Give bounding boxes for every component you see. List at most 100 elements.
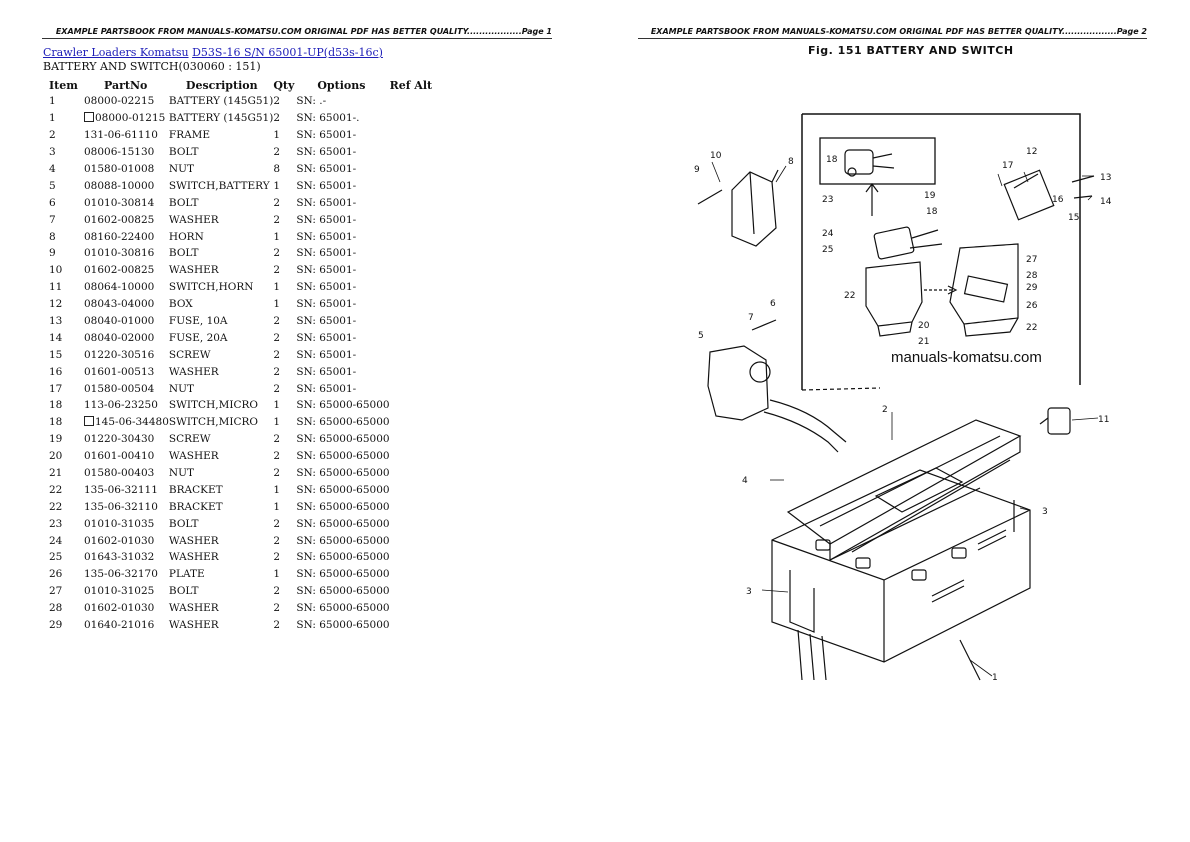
figure-title: Fig. 151 BATTERY AND SWITCH xyxy=(808,44,1014,57)
cell-options-text: SN: 65001- xyxy=(296,382,357,395)
callout-1: 1 xyxy=(992,673,998,683)
cell-partno-text: 113-06-23250 xyxy=(84,399,158,412)
horn-switch-11 xyxy=(1047,407,1071,435)
cell-partno-text: 145-06-34480 xyxy=(95,416,169,429)
cell-ref-alt xyxy=(390,549,440,566)
cell-description-text: BOLT xyxy=(168,196,199,209)
cell-partno: 08000-02215 xyxy=(84,93,169,110)
breadcrumb: Crawler Loaders Komatsu D53S-16 S/N 6500… xyxy=(43,46,383,59)
cell-description: WASHER xyxy=(169,262,273,279)
cell-qty-text: 2 xyxy=(273,315,281,328)
cell-description: SCREW xyxy=(169,431,273,448)
cell-options: SN: 65000-65000 xyxy=(296,414,389,431)
cell-item-text: 19 xyxy=(49,433,63,446)
cell-item: 1 xyxy=(43,93,84,110)
cell-item: 3 xyxy=(43,144,84,161)
cell-description-text: NUT xyxy=(168,163,194,175)
cell-partno-text: 01580-00504 xyxy=(84,382,155,395)
battery-1 xyxy=(771,469,1031,663)
cell-item: 28 xyxy=(43,600,84,617)
cell-item: 4 xyxy=(43,161,84,178)
col-header-partno: PartNo xyxy=(104,78,148,92)
cell-description: BATTERY (145G51) xyxy=(169,110,273,127)
cell-item-text: 9 xyxy=(49,247,56,260)
cell-partno: 01010-30814 xyxy=(84,194,169,211)
cell-description-text: BOX xyxy=(168,298,193,311)
cell-item: 24 xyxy=(43,532,84,549)
cell-options: SN: 65001- xyxy=(296,313,389,330)
cell-partno: 01602-00825 xyxy=(84,211,169,228)
callout-26: 26 xyxy=(1026,301,1038,311)
cell-description-text: WASHER xyxy=(168,619,219,632)
callout-28: 28 xyxy=(1026,271,1038,281)
cell-description: NUT xyxy=(169,380,273,397)
cell-ref-alt xyxy=(390,177,440,194)
cell-qty: 1 xyxy=(273,498,296,515)
cell-item-text: 7 xyxy=(49,213,56,226)
callout-22a: 22 xyxy=(844,291,855,301)
cell-qty: 2 xyxy=(273,600,296,617)
cell-partno-text: 01643-31032 xyxy=(84,551,155,564)
cell-options: SN: 65000-65000 xyxy=(296,397,389,414)
cell-partno-text: 135-06-32110 xyxy=(84,500,158,513)
cell-qty: 1 xyxy=(273,127,296,144)
cell-qty: 2 xyxy=(273,617,296,634)
cell-options-text: SN: 65001- xyxy=(296,179,357,192)
callout-3a: 3 xyxy=(746,587,752,597)
cell-options: SN: 65001- xyxy=(296,245,389,262)
cell-partno: 01643-31032 xyxy=(84,549,169,566)
cell-ref-alt xyxy=(390,532,440,549)
cell-ref-alt xyxy=(390,262,440,279)
cell-options-text: SN: 65001- xyxy=(296,146,357,159)
breadcrumb-link-catalog[interactable]: Crawler Loaders Komatsu xyxy=(43,46,189,59)
watermark: manuals-komatsu.com xyxy=(891,349,1042,366)
cell-options: SN: 65000-65000 xyxy=(296,498,389,515)
cell-options-text: SN: 65001- xyxy=(296,298,357,311)
cell-item-text: 3 xyxy=(49,146,56,159)
callout-22b: 22 xyxy=(1026,323,1037,333)
cell-item: 14 xyxy=(43,329,84,346)
cell-qty: 1 xyxy=(273,566,296,583)
cell-item: 23 xyxy=(43,515,84,532)
cell-description-text: FRAME xyxy=(168,129,211,142)
cell-partno: 01220-30516 xyxy=(84,346,169,363)
cell-options: SN: 65001- xyxy=(296,279,389,296)
cell-ref-alt xyxy=(390,245,440,262)
cell-partno: 08064-10000 xyxy=(84,279,169,296)
cell-ref-alt xyxy=(390,431,440,448)
cell-options: SN: 65000-65000 xyxy=(296,549,389,566)
cell-qty-text: 8 xyxy=(273,163,281,175)
bracket-22 xyxy=(865,261,923,327)
cell-description: WASHER xyxy=(169,617,273,634)
cell-description: FUSE, 20A xyxy=(169,329,273,346)
cell-partno: 08040-01000 xyxy=(84,313,169,330)
cell-item: 22 xyxy=(43,481,84,498)
cell-description: PLATE xyxy=(169,566,273,583)
cell-options: SN: 65000-65000 xyxy=(296,566,389,583)
cell-description-text: BOLT xyxy=(168,517,199,530)
cell-item-text: 18 xyxy=(49,399,63,412)
cell-qty: 2 xyxy=(273,262,296,279)
cell-options: SN: 65001- xyxy=(296,194,389,211)
cell-options-text: SN: 65000-65000 xyxy=(296,399,390,412)
cell-options: SN: 65000-65000 xyxy=(296,448,389,465)
cell-item: 15 xyxy=(43,346,84,363)
cell-item-text: 4 xyxy=(49,163,56,175)
cell-options: SN: 65001-. xyxy=(296,110,389,127)
cell-options-text: SN: 65000-65000 xyxy=(296,416,390,429)
cell-partno-text: 01220-30516 xyxy=(84,348,155,361)
cell-description-text: WASHER xyxy=(168,450,219,463)
breadcrumb-link-model[interactable]: D53S-16 S/N 65001-UP(d53s-16c) xyxy=(192,46,383,59)
cell-qty-text: 2 xyxy=(273,146,281,159)
cell-ref-alt xyxy=(390,296,440,313)
cell-partno: 01602-00825 xyxy=(84,262,169,279)
